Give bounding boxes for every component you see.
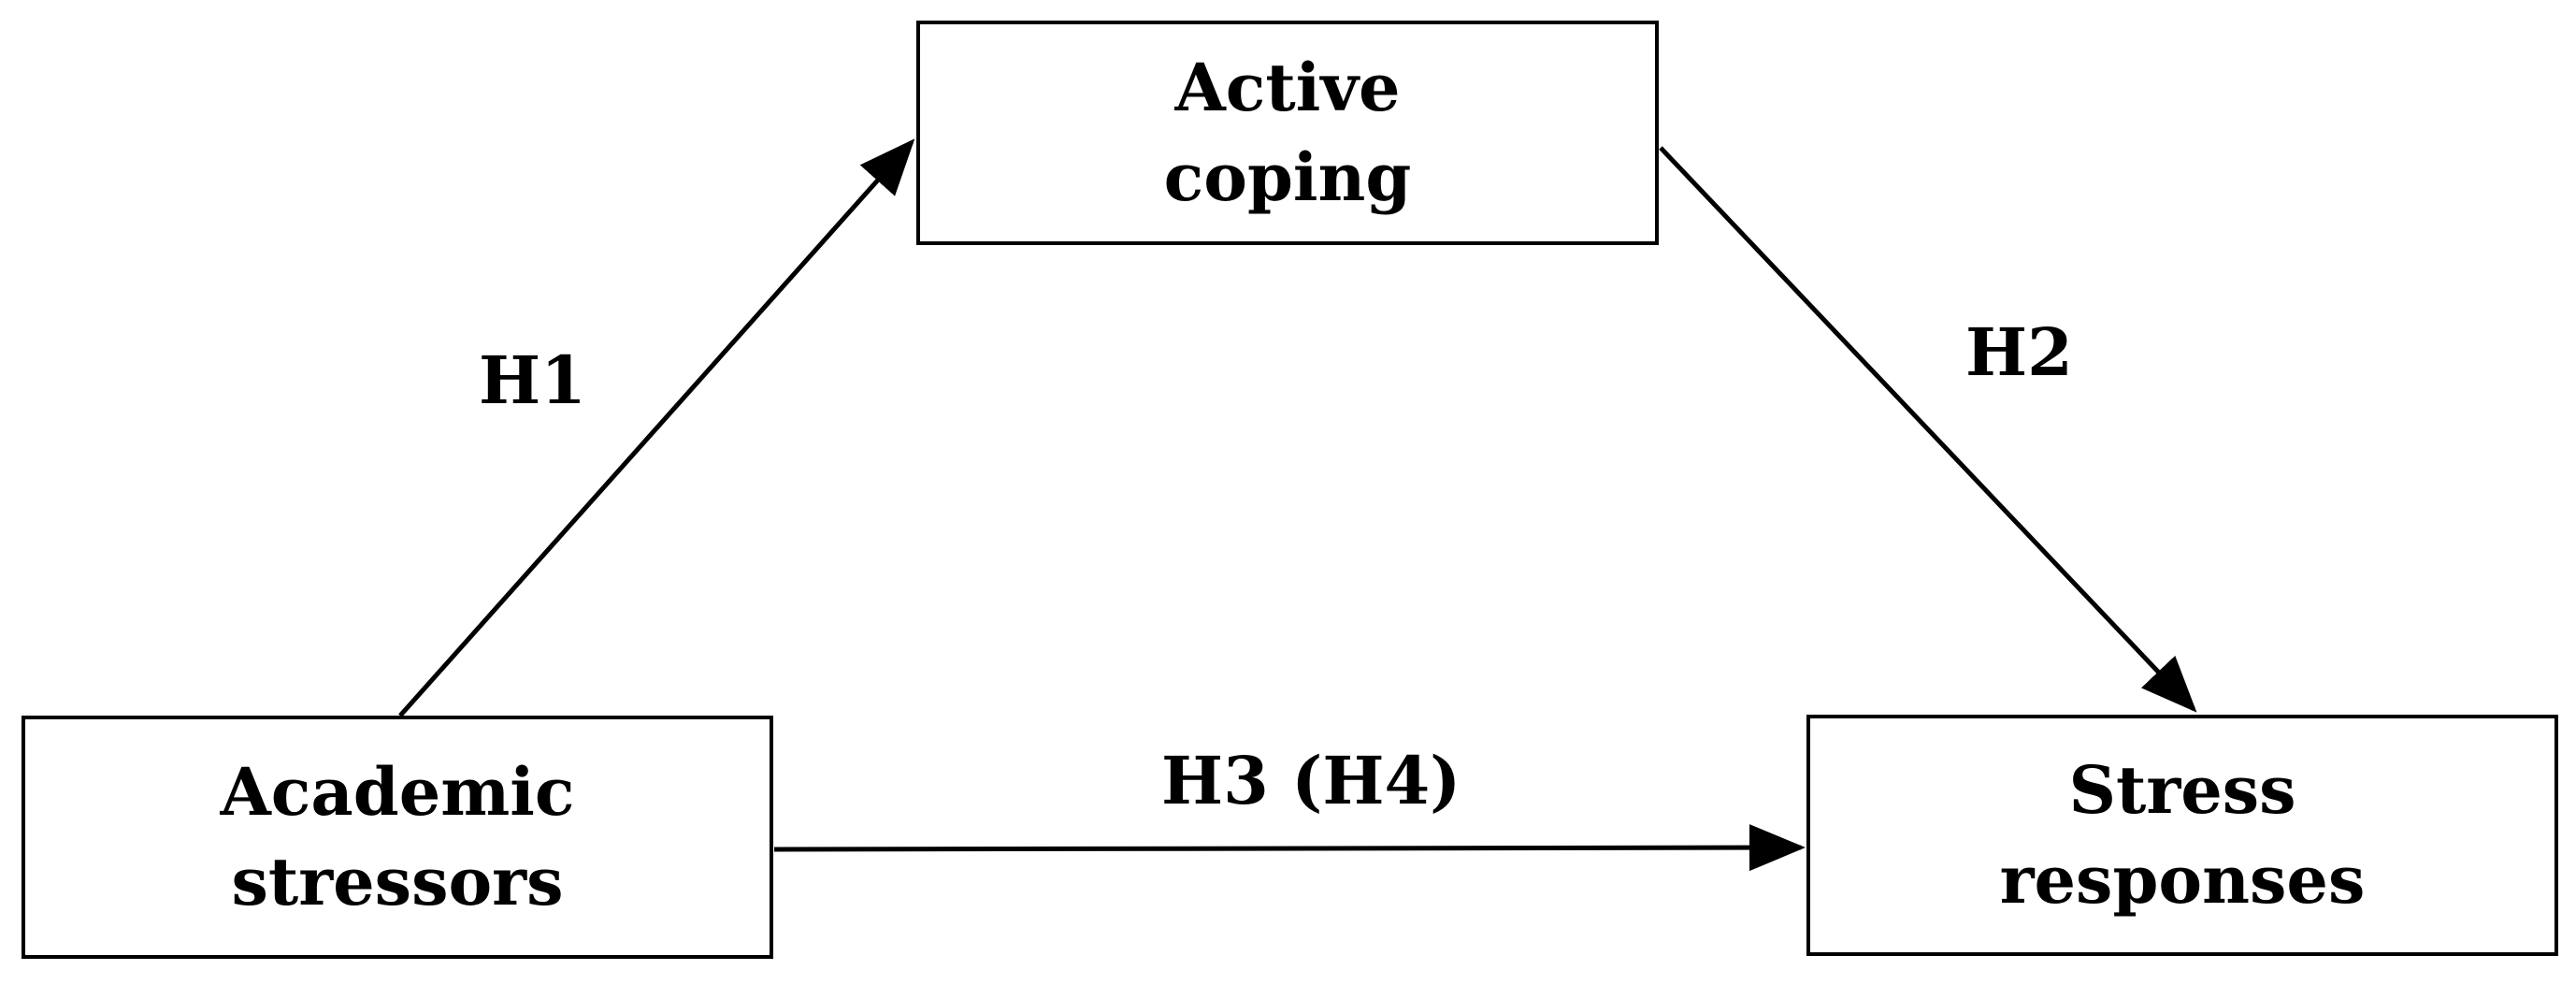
node-stress-responses-line1: Stress — [2068, 751, 2296, 829]
edge-label-h3-h4: H3 (H4) — [1161, 742, 1461, 819]
arrow-h1 — [398, 138, 915, 717]
node-active-coping-line1: Active — [1174, 49, 1401, 126]
node-active-coping-line2: coping — [1163, 138, 1412, 216]
node-stress-responses-line2: responses — [1999, 841, 2366, 919]
node-stress-responses: Stress responses — [1806, 715, 2558, 956]
node-active-coping: Active coping — [916, 21, 1659, 245]
arrow-h3 — [773, 824, 1806, 872]
node-academic-stressors-line2: stressors — [231, 843, 564, 920]
node-academic-stressors: Academic stressors — [22, 716, 773, 959]
node-academic-stressors-line1: Academic — [220, 753, 575, 831]
edge-label-h1: H1 — [479, 341, 586, 419]
arrow-h2 — [1659, 146, 2197, 713]
edge-label-h2: H2 — [1965, 313, 2073, 391]
